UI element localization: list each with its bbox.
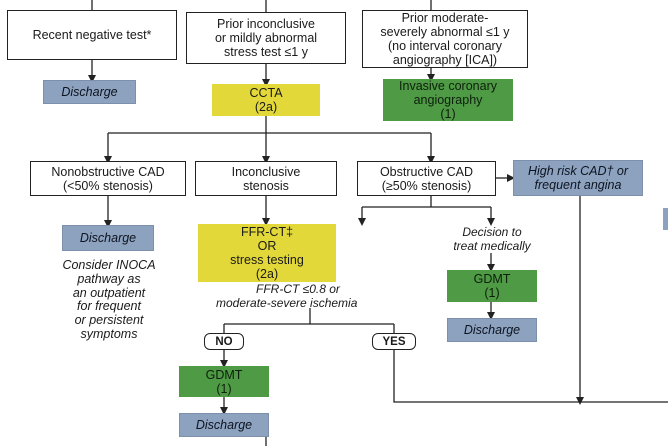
no-pill: NO bbox=[204, 333, 244, 350]
nonobstructive-line-2: (<50% stenosis) bbox=[63, 178, 153, 193]
nonobstructive-line-1: Nonobstructive CAD bbox=[51, 164, 165, 179]
ccta-line-1: CCTA bbox=[249, 86, 283, 100]
inoca-note-line-5: or persistent bbox=[74, 313, 144, 328]
discharge-box-3: Discharge bbox=[447, 318, 537, 342]
inconclusive-line-2: stenosis bbox=[243, 178, 289, 193]
discharge-box-1: Discharge bbox=[43, 80, 136, 104]
yes-pill: YES bbox=[372, 333, 416, 350]
discharge-label-2: Discharge bbox=[79, 231, 137, 245]
prior-inconclusive-line-3: stress test ≤1 y bbox=[224, 45, 308, 59]
inoca-note-line-2: pathway as bbox=[77, 271, 141, 286]
recent-negative-test-box: Recent negative test* bbox=[7, 10, 177, 60]
discharge-label-1: Discharge bbox=[61, 85, 118, 99]
prior-moderate-line-2: severely abnormal ≤1 y bbox=[380, 25, 510, 39]
discharge-label-3: Discharge bbox=[463, 323, 521, 337]
ffr-note-line-2: moderate-severe ischemia bbox=[216, 296, 358, 310]
ffr-line-1: FFR-CT‡ bbox=[240, 225, 294, 239]
gdmt-2-line-2: (1) bbox=[216, 381, 232, 396]
ffr-line-3: stress testing bbox=[230, 253, 304, 267]
gdmt-box-1: GDMT (1) bbox=[447, 270, 537, 302]
high-risk-line-1: High risk CAD† or bbox=[527, 164, 629, 178]
prior-moderate-line-1: Prior moderate- bbox=[401, 11, 489, 25]
obstructive-line-1: Obstructive CAD bbox=[379, 164, 474, 179]
ica-box: Invasive coronary angiography (1) bbox=[383, 79, 513, 121]
treat-note-line-2: treat medically bbox=[453, 239, 531, 253]
prior-moderate-box: Prior moderate- severely abnormal ≤1 y (… bbox=[362, 10, 528, 68]
ffr-ct-stress-box: FFR-CT‡ OR stress testing (2a) bbox=[198, 224, 336, 282]
inoca-note-line-1: Consider INOCA bbox=[62, 258, 156, 272]
ffr-line-2: OR bbox=[257, 239, 277, 253]
inoca-note-line-6: symptoms bbox=[80, 326, 138, 341]
discharge-label-4: Discharge bbox=[195, 418, 253, 432]
treat-note-line-1: Decision to bbox=[462, 225, 522, 239]
inoca-note: Consider INOCA pathway as an outpatient … bbox=[40, 258, 178, 342]
ffr-threshold-note: FFR-CT ≤0.8 or moderate-severe ischemia bbox=[206, 282, 416, 310]
ica-line-1: Invasive coronary bbox=[399, 79, 497, 93]
prior-moderate-line-4: angiography [ICA]) bbox=[392, 53, 498, 67]
no-label: NO bbox=[215, 335, 233, 348]
recent-negative-test-label: Recent negative test* bbox=[32, 28, 152, 42]
ccta-line-2: (2a) bbox=[254, 100, 278, 114]
gdmt-1-line-2: (1) bbox=[484, 286, 500, 300]
discharge-box-4: Discharge bbox=[179, 413, 269, 437]
high-risk-line-2: frequent angina bbox=[534, 178, 622, 192]
nonobstructive-cad-box: Nonobstructive CAD (<50% stenosis) bbox=[30, 161, 186, 196]
obstructive-line-2: (≥50% stenosis) bbox=[381, 178, 472, 193]
yes-label: YES bbox=[382, 335, 406, 348]
prior-inconclusive-line-1: Prior inconclusive bbox=[217, 17, 315, 31]
discharge-box-2: Discharge bbox=[62, 225, 154, 251]
inconclusive-line-1: Inconclusive bbox=[231, 164, 301, 179]
prior-moderate-line-3: (no interval coronary bbox=[388, 39, 502, 53]
inconclusive-stenosis-box: Inconclusive stenosis bbox=[195, 161, 337, 196]
ica-line-3: (1) bbox=[440, 107, 456, 121]
ica-line-2: angiography bbox=[413, 93, 483, 107]
gdmt-2-line-1: GDMT bbox=[205, 367, 243, 382]
ccta-box: CCTA (2a) bbox=[212, 84, 320, 116]
ffr-line-4: (2a) bbox=[255, 267, 279, 281]
high-risk-cad-box: High risk CAD† or frequent angina bbox=[513, 160, 643, 196]
gdmt-1-line-1: GDMT bbox=[473, 272, 511, 286]
prior-inconclusive-box: Prior inconclusive or mildly abnormal st… bbox=[186, 12, 346, 64]
obstructive-cad-box: Obstructive CAD (≥50% stenosis) bbox=[357, 161, 496, 196]
inoca-note-line-3: an outpatient bbox=[72, 285, 146, 300]
ffr-note-line-1: FFR-CT ≤0.8 or bbox=[256, 282, 340, 296]
prior-inconclusive-line-2: or mildly abnormal bbox=[214, 31, 318, 45]
inoca-note-line-4: for frequent bbox=[77, 299, 141, 314]
gdmt-box-2: GDMT (1) bbox=[179, 366, 269, 397]
treat-medically-note: Decision to treat medically bbox=[432, 225, 552, 253]
